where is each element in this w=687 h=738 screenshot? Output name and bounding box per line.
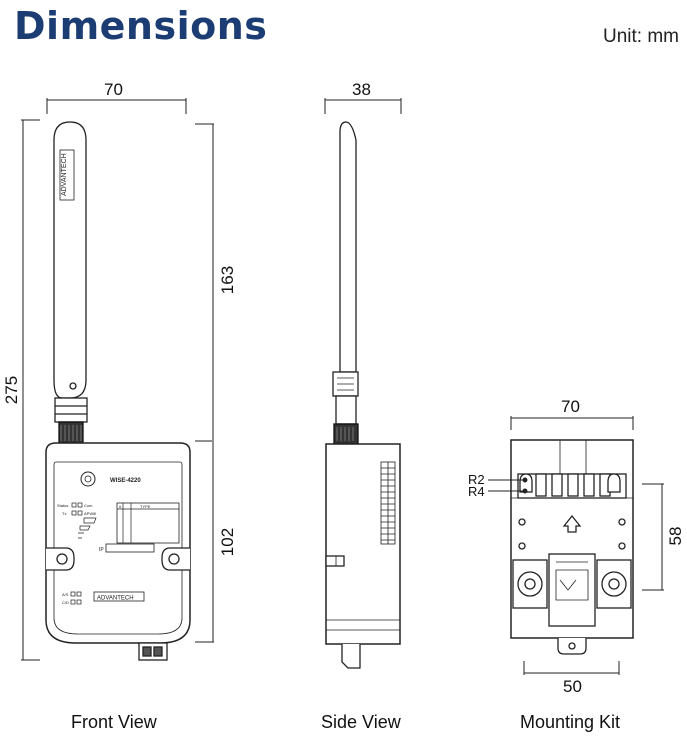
- table-header-type: TYPE: [140, 504, 151, 509]
- front-view-drawing: [21, 98, 214, 661]
- radius-r2-label: R2: [468, 472, 485, 487]
- ip-label: IP: [99, 547, 104, 553]
- model-text: WISE-4220: [110, 478, 141, 484]
- led-cd-label: C/D: [62, 600, 69, 605]
- led-as-label: A/S: [62, 592, 69, 597]
- radius-r4-label: R4: [468, 484, 485, 499]
- front-antenna-height-dim: 163: [218, 265, 237, 295]
- side-view-drawing: [324, 98, 402, 669]
- mounting-kit-drawing: [488, 416, 664, 675]
- front-width-dim: 70: [104, 80, 123, 99]
- antenna-brand-text: ADVANTECH: [61, 153, 68, 196]
- front-body-height-dim: 102: [218, 527, 237, 557]
- page-title: Dimensions: [14, 4, 268, 48]
- side-view-label: Side View: [321, 712, 401, 732]
- side-depth-dim: 38: [352, 80, 371, 99]
- led-apwifi-label: APWifi: [84, 511, 96, 516]
- led-tx-label: Tx: [62, 511, 66, 516]
- table-header-num: #: [119, 504, 122, 509]
- kit-width-top-dim: 70: [561, 397, 580, 416]
- unit-label: Unit: mm: [603, 26, 679, 47]
- led-com-label: Com: [84, 503, 93, 508]
- mounting-kit-label: Mounting Kit: [520, 712, 621, 732]
- kit-height-dim: 58: [666, 526, 685, 546]
- front-view-label: Front View: [71, 712, 157, 732]
- led-status-label: Status: [57, 503, 68, 508]
- kit-width-bottom-dim: 50: [563, 677, 582, 696]
- body-brand-text: ADVANTECH: [97, 596, 134, 602]
- front-total-height-dim: 275: [2, 375, 21, 405]
